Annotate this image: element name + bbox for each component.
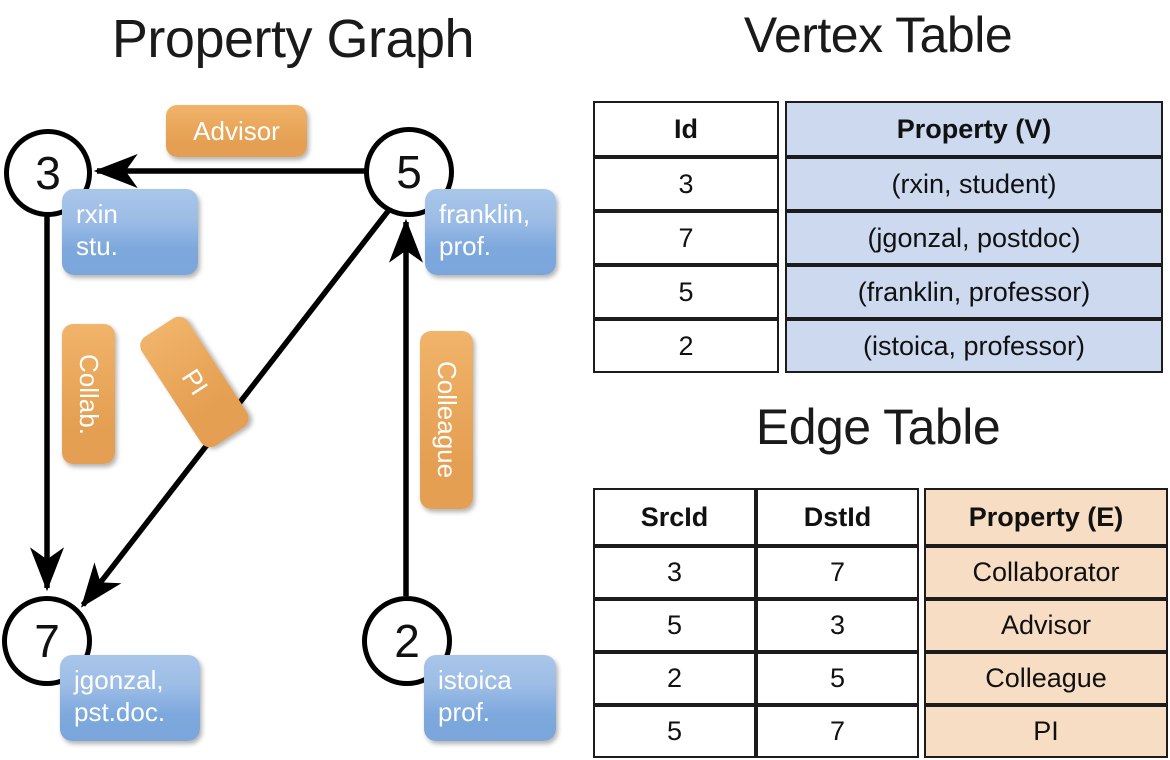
table-row: SrcId DstId xyxy=(593,488,919,546)
edge-table-cell-property: PI xyxy=(924,705,1168,758)
edge-label-advisor: Advisor xyxy=(166,105,307,157)
edge-label-pi-text: PI xyxy=(175,363,215,401)
edge-table-cell-dst: 5 xyxy=(756,652,919,705)
table-row: Advisor xyxy=(924,599,1168,652)
edge-table-cell-dst: 7 xyxy=(756,705,919,758)
table-row: Colleague xyxy=(924,652,1168,705)
edge-table-cell-property: Collaborator xyxy=(924,546,1168,599)
vertex-table-header-id: Id xyxy=(593,101,779,157)
graph-node-3-id: 3 xyxy=(35,147,61,199)
table-row: Property (V) xyxy=(785,101,1163,157)
edge-table-cell-src: 3 xyxy=(593,546,756,599)
table-row: 3 xyxy=(593,157,779,211)
table-row: 2 xyxy=(593,319,779,373)
graph-node-2-id: 2 xyxy=(394,615,420,667)
edge-table-header-srcid: SrcId xyxy=(593,488,756,546)
edge-table-header-property: Property (E) xyxy=(924,488,1168,546)
vertex-table-cell-property: (franklin, professor) xyxy=(785,265,1163,319)
vertex-table-cell-id: 2 xyxy=(593,319,779,373)
edge-table-cell-src: 5 xyxy=(593,705,756,758)
page-title-vertex-table: Vertex Table xyxy=(743,7,1013,63)
table-row: Property (E) xyxy=(924,488,1168,546)
edge-table-property-column: Property (E) Collaborator Advisor Collea… xyxy=(924,488,1168,758)
table-row: 7 xyxy=(593,211,779,265)
vertex-table-id-column: Id 3 7 5 2 xyxy=(593,101,779,373)
page-title-property-graph: Property Graph xyxy=(111,9,475,69)
edge-table-cell-property: Advisor xyxy=(924,599,1168,652)
edge-label-advisor-text: Advisor xyxy=(193,115,280,146)
graph-node-5-id: 5 xyxy=(396,146,422,198)
table-row: (rxin, student) xyxy=(785,157,1163,211)
edge-table-cell-src: 2 xyxy=(593,652,756,705)
node-property-label-jgonzal: jgonzal, pst.doc. xyxy=(60,655,200,741)
edge-label-collab: Collab. xyxy=(62,324,115,464)
table-row: 2 5 xyxy=(593,652,919,705)
table-row: 5 7 xyxy=(593,705,919,758)
edge-table-cell-dst: 3 xyxy=(756,599,919,652)
edge-table-src-dst-columns: SrcId DstId 3 7 5 3 2 5 5 7 xyxy=(593,488,919,758)
table-row: 3 7 xyxy=(593,546,919,599)
node-property-label-istoica: istoica prof. xyxy=(424,655,556,741)
vertex-table-cell-property: (istoica, professor) xyxy=(785,319,1163,373)
vertex-table-cell-id: 5 xyxy=(593,265,779,319)
vertex-table-cell-id: 3 xyxy=(593,157,779,211)
vertex-table-header-property: Property (V) xyxy=(785,101,1163,157)
node-property-label-franklin: franklin, prof. xyxy=(425,189,556,275)
graph-node-7-id: 7 xyxy=(34,615,60,667)
table-row: Collaborator xyxy=(924,546,1168,599)
table-row: 5 3 xyxy=(593,599,919,652)
table-row: (istoica, professor) xyxy=(785,319,1163,373)
table-row: Id xyxy=(593,101,779,157)
vertex-table-cell-id: 7 xyxy=(593,211,779,265)
edge-label-colleague-text: Colleague xyxy=(432,361,462,479)
edge-table-cell-dst: 7 xyxy=(756,546,919,599)
graph-node-5[interactable]: 5 xyxy=(364,127,454,217)
vertex-table-cell-property: (jgonzal, postdoc) xyxy=(785,211,1163,265)
node-property-label-rxin: rxin stu. xyxy=(62,189,198,275)
page-title-edge-table: Edge Table xyxy=(755,399,1001,455)
table-row: (jgonzal, postdoc) xyxy=(785,211,1163,265)
property-graph-diagram: Advisor Collab. PI Colleague 3 5 7 2 rxi… xyxy=(2,105,556,741)
edge-label-collab-text: Collab. xyxy=(74,353,104,435)
vertex-table-property-column: Property (V) (rxin, student) (jgonzal, p… xyxy=(785,101,1163,373)
edge-table-cell-src: 5 xyxy=(593,599,756,652)
table-row: PI xyxy=(924,705,1168,758)
edge-table-header-dstid: DstId xyxy=(756,488,919,546)
table-row: (franklin, professor) xyxy=(785,265,1163,319)
edge-label-colleague: Colleague xyxy=(420,331,473,509)
table-row: 5 xyxy=(593,265,779,319)
graph-node-2[interactable]: 2 xyxy=(362,596,452,686)
vertex-table-cell-property: (rxin, student) xyxy=(785,157,1163,211)
edge-table-cell-property: Colleague xyxy=(924,652,1168,705)
